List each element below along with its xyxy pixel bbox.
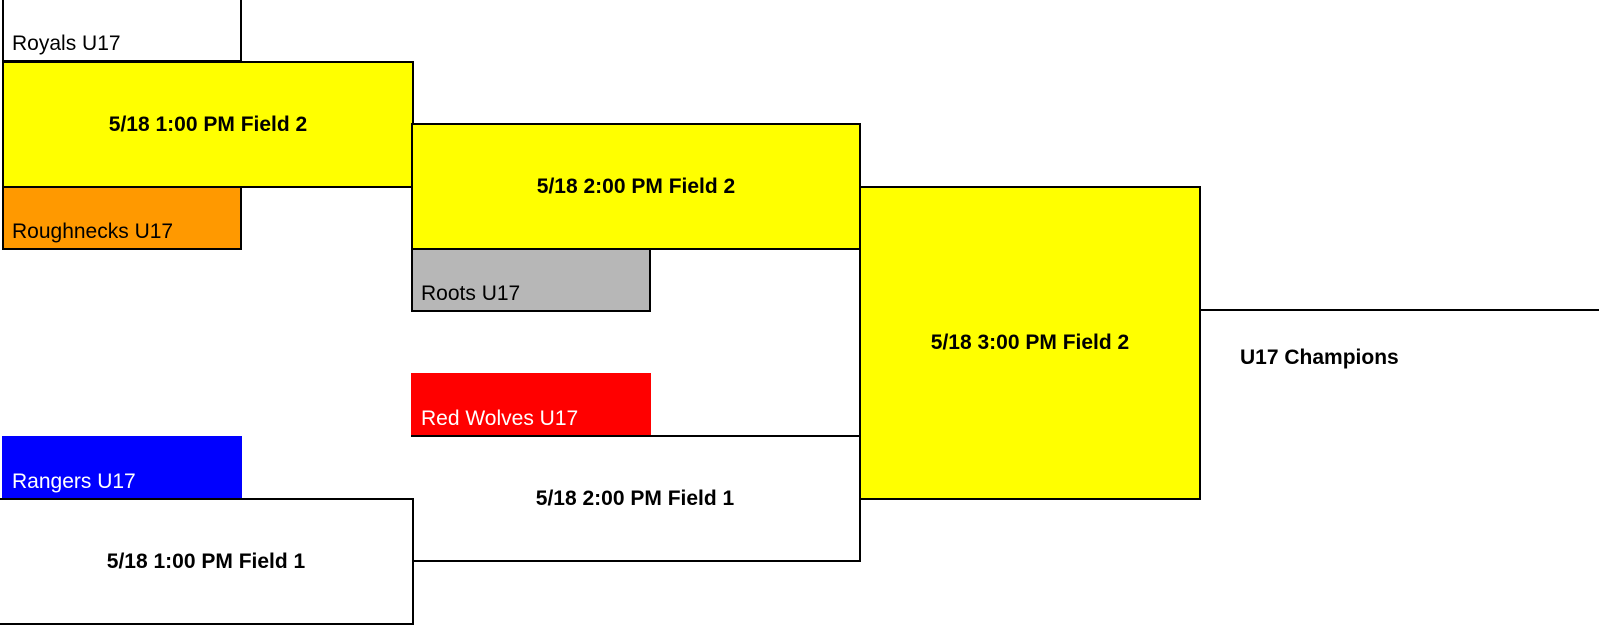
game-r2-field1: 5/18 2:00 PM Field 1 — [411, 435, 861, 562]
team-rangers: Rangers U17 — [2, 436, 242, 500]
team-roots: Roots U17 — [411, 248, 651, 312]
game-r1-field1: 5/18 1:00 PM Field 1 — [0, 498, 414, 625]
team-royals: Royals U17 — [2, 0, 242, 62]
champion-label: U17 Champions — [1240, 346, 1399, 369]
team-red-wolves: Red Wolves U17 — [411, 373, 651, 437]
game-r1-field2: 5/18 1:00 PM Field 2 — [2, 61, 414, 188]
game-r2-field2: 5/18 2:00 PM Field 2 — [411, 123, 861, 250]
team-roughnecks: Roughnecks U17 — [2, 186, 242, 250]
champion-line — [1200, 309, 1599, 311]
game-final-field2: 5/18 3:00 PM Field 2 — [859, 186, 1201, 500]
